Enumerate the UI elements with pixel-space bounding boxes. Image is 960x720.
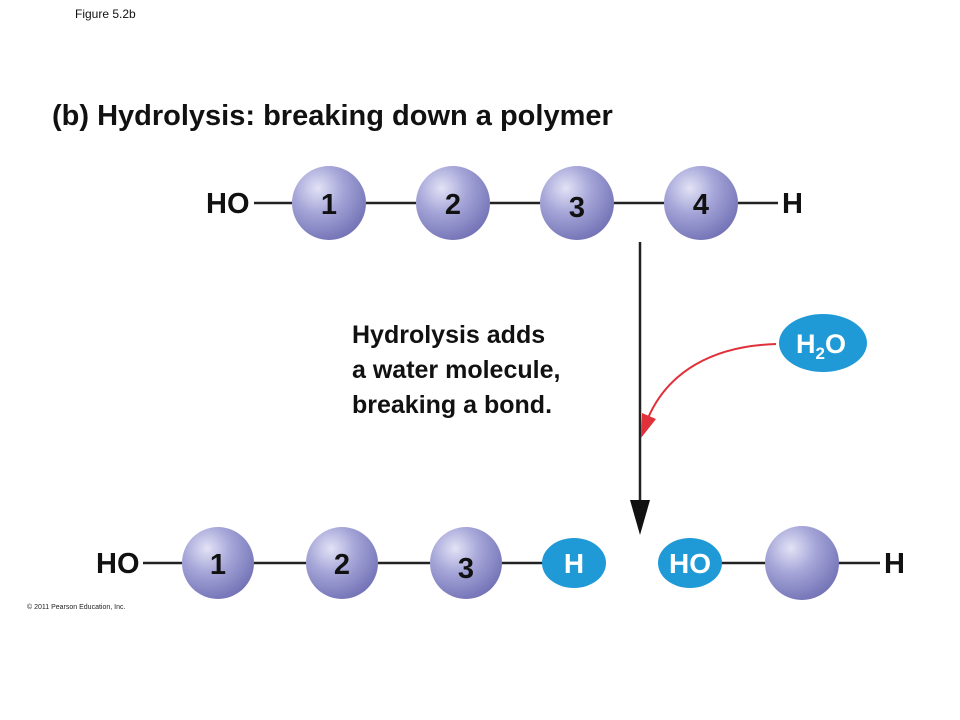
figure-label: Figure 5.2b bbox=[75, 7, 136, 21]
caption-line-3: breaking a bond. bbox=[352, 391, 553, 419]
fragment-left-h-cap: H bbox=[542, 538, 606, 588]
fragment-right-monomer bbox=[765, 526, 839, 600]
svg-text:H2O: H2O bbox=[796, 329, 846, 363]
figure-title: (b) Hydrolysis: breaking down a polymer bbox=[52, 100, 613, 132]
polymer-right-end: H bbox=[782, 188, 803, 220]
fragment-monomer-2-label: 2 bbox=[334, 549, 350, 581]
fragment-left-h-label: H bbox=[564, 548, 584, 579]
polymer-monomer-2: 2 bbox=[416, 166, 490, 240]
fragment-monomer-1-label: 1 bbox=[210, 549, 226, 581]
polymer-monomer-4: 4 bbox=[664, 166, 738, 240]
fragment-monomer-1: 1 bbox=[182, 527, 254, 599]
water-addition-arrow bbox=[641, 343, 777, 438]
water-symbol-h: H bbox=[796, 329, 816, 359]
polymer-monomer-1-label: 1 bbox=[321, 189, 337, 221]
polymer-monomer-2-label: 2 bbox=[445, 189, 461, 221]
fragment-right-ho-cap: HO bbox=[658, 538, 722, 588]
polymer-left-end: HO bbox=[206, 188, 250, 220]
fragment-monomer-2: 2 bbox=[306, 527, 378, 599]
fragment-right-end: H bbox=[884, 548, 905, 580]
polymer-monomer-3: 3 bbox=[540, 166, 614, 240]
water-symbol-o: O bbox=[825, 329, 846, 359]
polymer-monomer-4-label: 4 bbox=[693, 189, 709, 221]
hydrolysis-caption: Hydrolysis adds a water molecule, breaki… bbox=[352, 318, 560, 423]
polymer-monomer-1: 1 bbox=[292, 166, 366, 240]
fragment-monomer-3-label: 3 bbox=[458, 553, 474, 585]
fragment-right-ho-label: HO bbox=[669, 548, 711, 579]
water-molecule: H2O bbox=[779, 314, 867, 372]
fragment-monomer-3: 3 bbox=[430, 527, 502, 599]
caption-line-1: Hydrolysis adds bbox=[352, 321, 546, 349]
reaction-arrow bbox=[630, 242, 650, 535]
caption-line-2: a water molecule, bbox=[352, 356, 561, 384]
copyright-notice: © 2011 Pearson Education, Inc. bbox=[27, 604, 126, 611]
fragment-left-end: HO bbox=[96, 548, 140, 580]
water-subscript: 2 bbox=[816, 344, 825, 363]
polymer-monomer-3-label: 3 bbox=[569, 192, 585, 224]
